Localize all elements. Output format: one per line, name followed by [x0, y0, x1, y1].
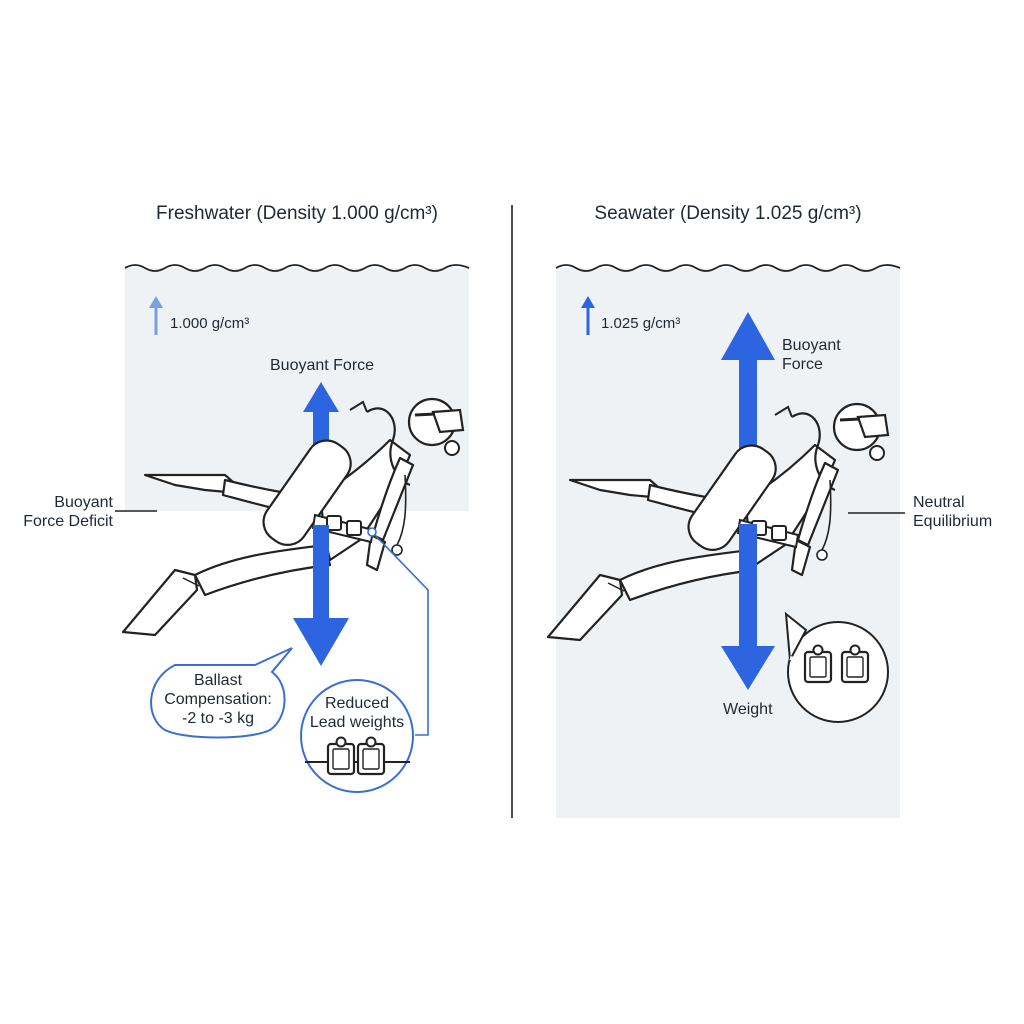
seawater-title: Seawater (Density 1.025 g/cm³) [594, 203, 862, 224]
equilibrium-line2: Equilibrium [913, 513, 993, 530]
seawater-panel [546, 264, 905, 818]
weight-arrow [721, 524, 775, 690]
lead-weight-icon [803, 644, 833, 684]
freshwater-title: Freshwater (Density 1.000 g/cm³) [156, 203, 438, 224]
deficit-label-line1: Buoyant [54, 494, 113, 511]
seawater-buoyant-force-line2: Force [782, 356, 823, 373]
seawater-buoyant-force-line1: Buoyant [782, 337, 841, 354]
up-arrow-icon [581, 296, 595, 335]
weights-line2: Lead weights [309, 714, 405, 731]
ballast-line2: Compensation: [164, 691, 272, 708]
seawater-weight-label: Weight [723, 701, 773, 718]
deficit-label-line2: Force Deficit [23, 513, 113, 530]
weight-arrow [293, 525, 349, 666]
lead-weight-icon [356, 736, 386, 776]
wave-surface-icon [124, 264, 470, 272]
wave-surface-icon [555, 264, 901, 272]
up-arrow-icon [149, 296, 163, 335]
freshwater-buoyant-force-label: Buoyant Force [270, 357, 375, 374]
weights-callout-circle [784, 611, 889, 723]
ballast-line1: Ballast [193, 672, 243, 689]
freshwater-density-label: 1.000 g/cm³ [170, 315, 250, 332]
lead-weight-icon [840, 644, 870, 684]
seawater-density-label: 1.025 g/cm³ [601, 315, 681, 332]
weights-leader-line [371, 531, 429, 736]
lead-weight-icon [326, 736, 356, 776]
ballast-line3: -2 to -3 kg [181, 710, 255, 727]
weights-line1: Reduced [324, 695, 390, 712]
freshwater-panel [115, 264, 470, 793]
ballast-callout [150, 647, 293, 739]
equilibrium-line1: Neutral [913, 494, 965, 511]
